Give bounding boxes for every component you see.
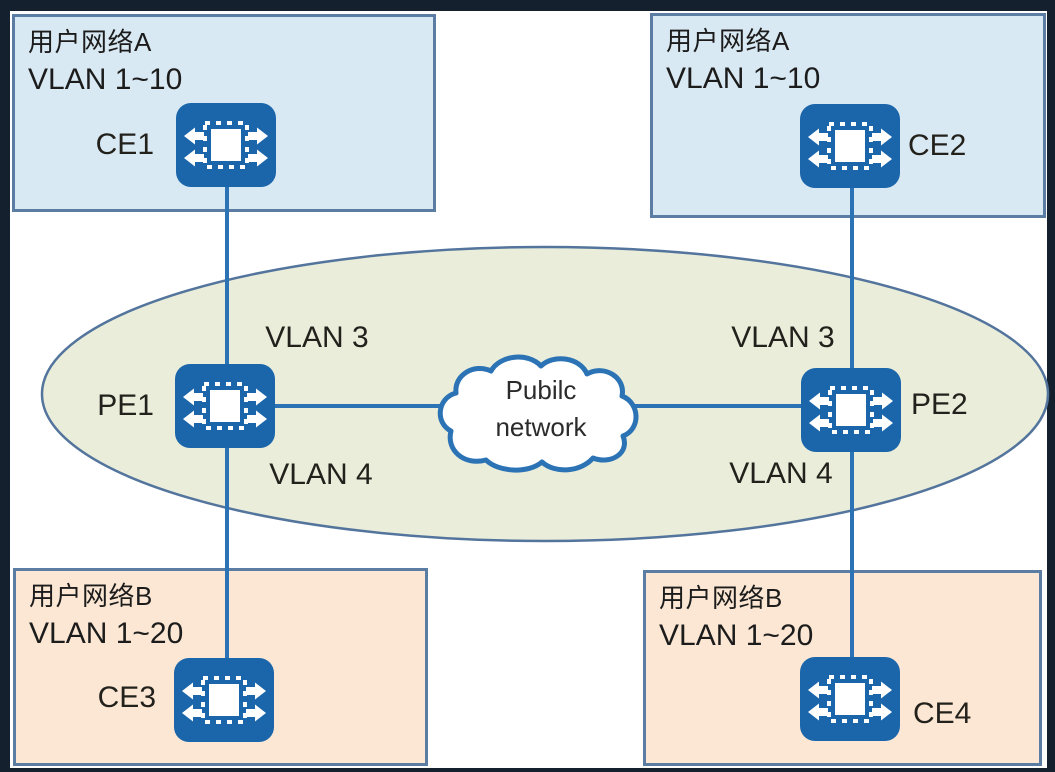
pe2-label: PE2	[911, 388, 968, 421]
switch-icon-ce2	[798, 102, 902, 190]
public-network-cloud	[437, 354, 639, 473]
vlan3-label-left: VLAN 3	[265, 321, 369, 354]
public-network-label-line2: network	[495, 412, 587, 442]
ce3-label: CE3	[97, 681, 156, 714]
public-network-label: Pubilc network	[428, 372, 654, 446]
ce1-label: CE1	[95, 128, 154, 161]
network-title: 用户网络B	[29, 581, 153, 611]
vlan3-label-right: VLAN 3	[731, 321, 835, 354]
network-vlan-range: VLAN 1~10	[28, 63, 183, 96]
switch-icon-ce3	[172, 656, 276, 744]
network-title: 用户网络A	[28, 27, 152, 57]
network-vlan-range: VLAN 1~20	[659, 619, 814, 652]
vlan4-label-left: VLAN 4	[269, 458, 373, 491]
ce2-label: CE2	[908, 129, 967, 162]
vlan4-label-right: VLAN 4	[729, 457, 833, 490]
network-title: 用户网络B	[659, 583, 783, 613]
switch-icon-ce1	[174, 101, 278, 189]
network-vlan-range: VLAN 1~20	[29, 617, 184, 650]
switch-icon-pe1	[173, 362, 277, 450]
switch-icon-pe2	[799, 366, 903, 454]
network-vlan-range: VLAN 1~10	[666, 62, 821, 95]
pe1-label: PE1	[97, 389, 154, 422]
public-network-label-line1: Pubilc	[505, 375, 577, 405]
switch-icon-ce4	[798, 655, 902, 743]
ce4-label: CE4	[913, 697, 972, 730]
network-title: 用户网络A	[666, 26, 790, 56]
